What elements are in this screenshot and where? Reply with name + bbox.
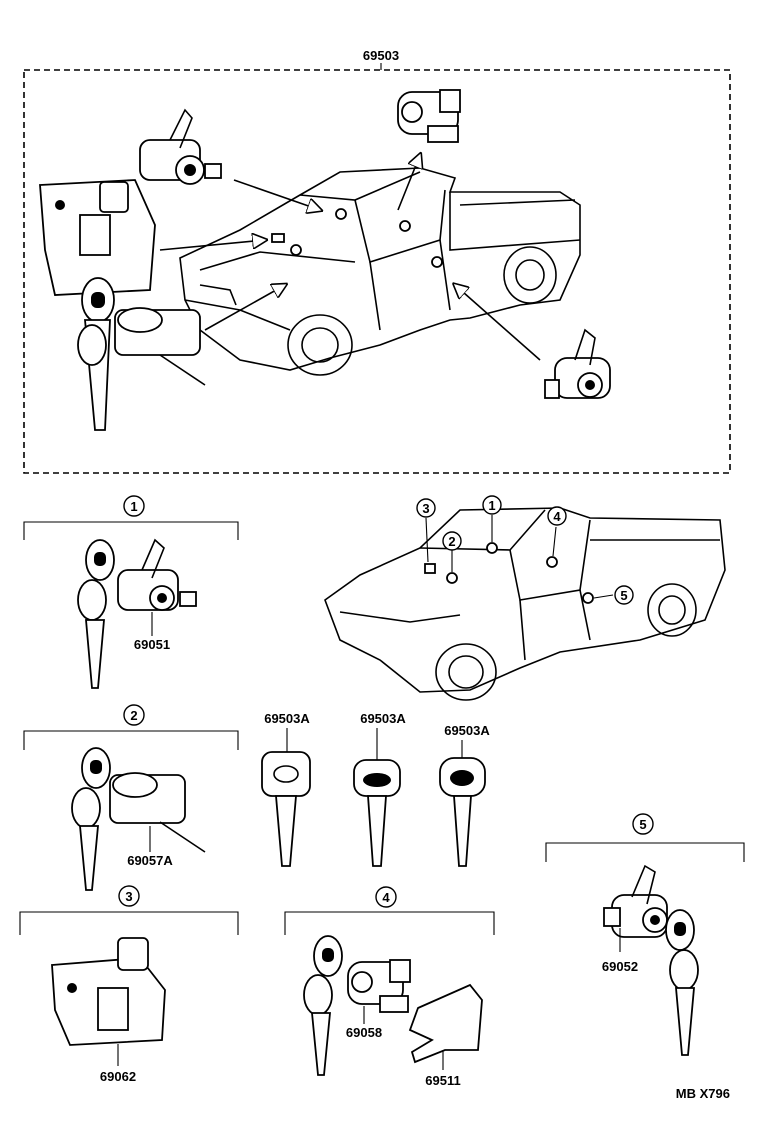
callout-1	[123, 495, 145, 517]
truck-illustration-middle	[324, 507, 726, 701]
svg-text:69503A: 69503A	[264, 711, 310, 726]
svg-text:5: 5	[620, 588, 627, 603]
truck-illustration-top	[179, 167, 581, 376]
door-lock-right-top	[544, 328, 611, 399]
svg-text:4: 4	[553, 509, 561, 524]
svg-text:3: 3	[422, 501, 429, 516]
arrows-top	[159, 155, 541, 361]
svg-text:69503A: 69503A	[360, 711, 406, 726]
assembly-label: 69503	[363, 48, 399, 63]
callout-5	[632, 813, 654, 835]
group-1: 1 69051	[23, 495, 239, 689]
group-3: 3 69062	[19, 885, 239, 1084]
assembly-box	[23, 69, 731, 474]
key-69503a-1: 69503A	[261, 711, 311, 867]
part-number-69052: 69052	[602, 959, 638, 974]
key-69503a-2: 69503A	[353, 711, 406, 867]
glovebox-lock-top	[39, 179, 156, 296]
steering-lock-top	[114, 307, 206, 386]
callout-4	[375, 886, 397, 908]
group-2: 2 69057A	[23, 704, 239, 891]
part-number-69051: 69051	[134, 637, 170, 652]
door-lock-top	[397, 89, 461, 143]
key-top	[77, 277, 115, 431]
callout-3	[118, 885, 140, 907]
svg-text:1: 1	[488, 498, 495, 513]
svg-text:1: 1	[130, 499, 137, 514]
callout-4-truck: 4	[547, 506, 567, 526]
svg-text:69503A: 69503A	[444, 723, 490, 738]
svg-text:5: 5	[639, 817, 646, 832]
svg-text:3: 3	[125, 889, 132, 904]
svg-text:4: 4	[382, 890, 390, 905]
part-number-69057a: 69057A	[127, 853, 173, 868]
group-4: 4 69058 69511	[284, 886, 495, 1088]
key-69503a-3: 69503A	[439, 723, 490, 867]
callout-1-truck: 1	[482, 495, 502, 515]
callout-2	[123, 704, 145, 726]
part-number-69511: 69511	[425, 1073, 460, 1088]
callout-5-truck: 5	[614, 585, 634, 605]
ignition-lock-top	[139, 108, 222, 185]
part-number-69062: 69062	[100, 1069, 136, 1084]
svg-text:2: 2	[448, 534, 455, 549]
callout-2-truck: 2	[442, 531, 462, 551]
group-5: 5 69052	[545, 813, 745, 1056]
svg-text:2: 2	[130, 708, 137, 723]
diagram-code: MB X796	[676, 1086, 730, 1101]
part-number-69058: 69058	[346, 1025, 382, 1040]
callout-3-truck: 3	[416, 498, 436, 518]
